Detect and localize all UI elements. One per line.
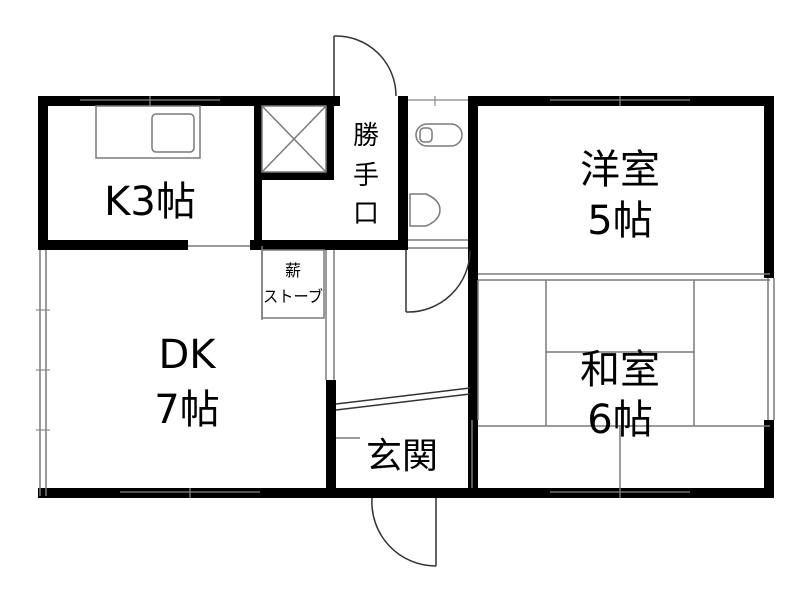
storage-closet — [261, 105, 327, 173]
entrance-label: 玄関 — [366, 436, 438, 477]
entrance-door-swing — [371, 497, 437, 567]
service-door-swing — [333, 35, 397, 97]
toilet-icon — [415, 123, 463, 147]
kitchen-sink — [95, 105, 201, 159]
washbasin-icon — [409, 193, 441, 227]
stove-label-line2: ストーブ — [263, 287, 323, 306]
service-entrance-char-1: 勝 — [353, 121, 379, 151]
japanese-room-name: 和室 — [580, 347, 660, 393]
western-room-size: 5帖 — [587, 198, 652, 244]
kitchen-label: K3帖 — [104, 179, 196, 225]
corridor-door-swing — [405, 249, 471, 313]
stove-label-line1: 薪 — [285, 261, 301, 280]
thin-lines — [36, 96, 775, 498]
service-entrance-char-3: 口 — [353, 199, 379, 229]
western-room-name: 洋室 — [580, 147, 660, 193]
dk-size: 7帖 — [154, 387, 219, 433]
japanese-room-size: 6帖 — [587, 397, 652, 443]
service-entrance-char-2: 手 — [353, 161, 379, 191]
dk-name: DK — [158, 332, 217, 378]
stove-box — [261, 249, 325, 319]
exterior-walls — [38, 96, 774, 498]
